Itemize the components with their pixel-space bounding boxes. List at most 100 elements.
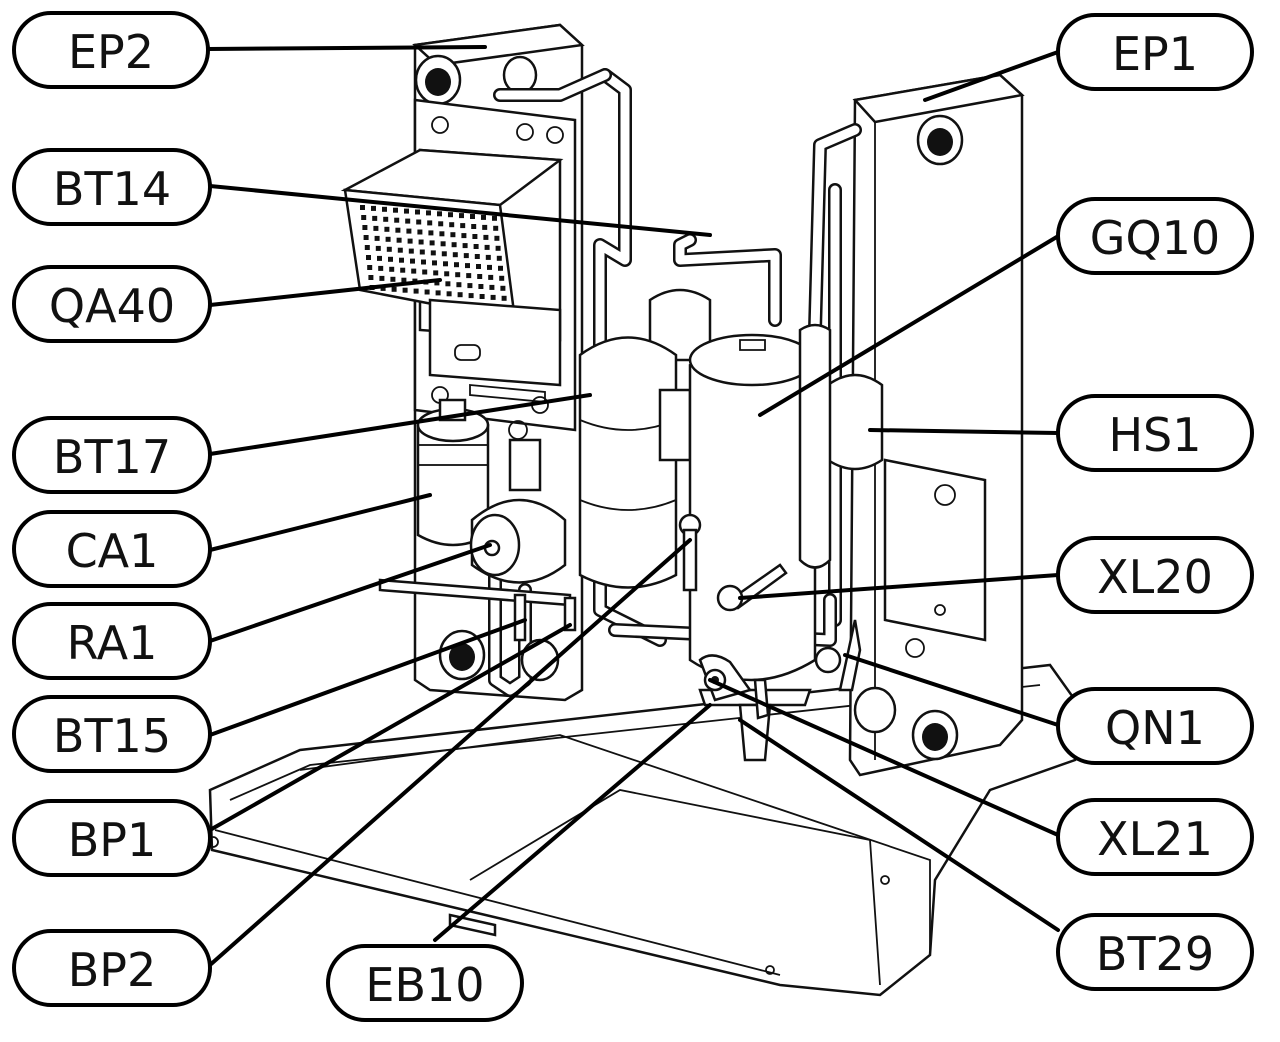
heatsink-fin [384, 226, 390, 232]
svg-text:QA40: QA40 [49, 279, 175, 333]
label-qa40: QA40 [12, 265, 212, 343]
heatsink-fin [427, 220, 433, 226]
heatsink-fin [362, 225, 368, 230]
label-bt17: BT17 [12, 416, 212, 494]
heatsink-fin [470, 214, 475, 219]
heatsink-fin [428, 230, 434, 236]
svg-text:XL20: XL20 [1097, 550, 1213, 604]
heatsink-fin [378, 265, 384, 271]
heatsink-fin [463, 253, 469, 259]
heatsink-fin [439, 231, 445, 237]
heatsink-fin [368, 275, 374, 280]
leader-ra1 [208, 543, 492, 643]
leader-bp2 [208, 538, 692, 967]
heatsink-fin [477, 274, 483, 279]
heatsink-fin [364, 245, 370, 250]
heatsink-fin [452, 252, 458, 258]
heatsink-fin [457, 292, 463, 298]
svg-text:QN1: QN1 [1105, 701, 1205, 755]
heatsink-fin [449, 222, 455, 228]
heatsink-fin [433, 270, 439, 276]
heatsink-fin [468, 293, 474, 299]
heatsink-fin [426, 210, 431, 216]
heatsink-fin [446, 291, 452, 297]
svg-text:BT15: BT15 [53, 709, 171, 763]
leader-ep2 [206, 45, 487, 51]
svg-text:BT29: BT29 [1096, 927, 1214, 981]
heatsink-fin [444, 271, 450, 277]
heatsink-fin [416, 219, 422, 225]
heatsink-fin [421, 259, 426, 265]
leader-bt29 [738, 718, 1060, 932]
heatsink-fin [361, 215, 367, 220]
svg-text:EP2: EP2 [68, 25, 154, 79]
receiver-tank [578, 288, 712, 589]
heatsink-fin [473, 244, 479, 249]
heatsink-fin [404, 208, 409, 214]
label-bt15: BT15 [12, 695, 212, 773]
heatsink-fin [499, 275, 505, 281]
svg-text:BT17: BT17 [53, 430, 171, 484]
heatsink-fin [389, 266, 395, 272]
label-bt29: BT29 [1056, 913, 1254, 991]
svg-text:BP2: BP2 [68, 943, 157, 997]
heatsink-fin [500, 285, 506, 291]
heatsink-fin [485, 254, 491, 260]
leader-xl20 [738, 573, 1060, 600]
heatsink-fin [460, 223, 466, 229]
inverter-qa40 [340, 148, 564, 403]
heatsink-fin [400, 267, 406, 273]
label-ep2: EP2 [12, 11, 210, 89]
heatsink-fin [405, 218, 411, 224]
heatsink-fin [466, 273, 472, 279]
label-ra1: RA1 [12, 602, 212, 680]
svg-text:EB10: EB10 [365, 958, 484, 1012]
heatsink-fin [371, 205, 376, 211]
heatsink-fin [374, 235, 380, 241]
svg-text:EP1: EP1 [1112, 27, 1198, 81]
heatsink-fin [443, 261, 448, 267]
heatsink-fin [399, 257, 404, 263]
heatsink-fin [393, 207, 398, 213]
heatsink-fin [417, 229, 423, 235]
heatsink-fin [385, 236, 391, 242]
heatsink-fin [391, 286, 397, 292]
heatsink-fin [407, 238, 413, 244]
heatsink-fin [411, 268, 417, 274]
leader-eb10 [433, 703, 712, 942]
leader-qn1 [843, 653, 1060, 727]
heatsink-fin [462, 243, 468, 249]
label-xl21: XL21 [1056, 798, 1254, 876]
heatsink-fin [424, 289, 430, 295]
heatsink-fin [441, 251, 447, 257]
heatsink-fin [487, 264, 492, 270]
leader-bt15 [208, 618, 527, 737]
heatsink-fin [482, 224, 488, 230]
label-hs1: HS1 [1056, 394, 1254, 472]
leader-xl21 [708, 678, 1060, 837]
heatsink-fin [484, 244, 490, 250]
heatsink-fin [380, 285, 386, 291]
heatsink-fin [367, 265, 373, 270]
leader-gq10 [758, 233, 1062, 417]
heatsink-fin [454, 262, 459, 268]
heatsink-fin [493, 225, 499, 231]
label-bt14: BT14 [12, 148, 212, 226]
heatsink-fin [437, 211, 442, 217]
heatsink-fin [489, 284, 495, 290]
heatsink-fin [496, 255, 502, 261]
compressor-gq10 [688, 333, 817, 762]
heatsink-fin [479, 294, 485, 299]
heatsink-fin [448, 212, 453, 218]
heatsink-fin [402, 287, 408, 293]
heatsink-fin [435, 290, 441, 296]
heatsink-fin [413, 288, 419, 294]
heatsink-fin [440, 241, 446, 247]
heatsink-fin [461, 233, 467, 239]
label-ep1: EP1 [1056, 13, 1254, 91]
leader-qa40 [208, 278, 442, 307]
heatsink-fin [434, 280, 440, 286]
svg-text:CA1: CA1 [66, 524, 159, 578]
heatsink-fin [450, 232, 456, 238]
leader-bt14 [208, 184, 712, 237]
